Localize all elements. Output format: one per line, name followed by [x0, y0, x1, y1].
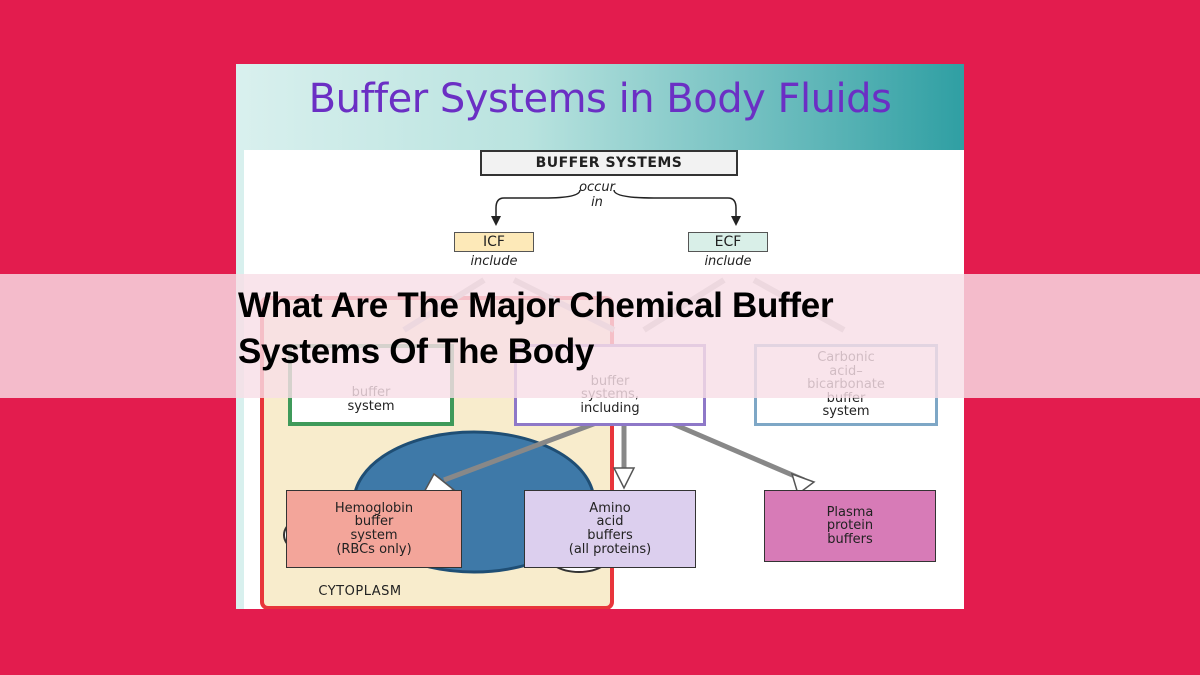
panel-title: Buffer Systems in Body Fluids [308, 76, 892, 122]
icf-node: ICF [454, 232, 534, 252]
occur-in-label: occur in [579, 180, 615, 210]
headline-banner [0, 274, 1200, 398]
ecf-node: ECF [688, 232, 768, 252]
amino-acid-buffer-box: Amino acid buffers (all proteins) [524, 490, 696, 568]
hemoglobin-buffer-box: Hemoglobin buffer system (RBCs only) [286, 490, 462, 568]
headline: What Are The Major Chemical Buffer Syste… [238, 283, 998, 375]
icf-include-label: include [470, 254, 518, 269]
ecf-include-label: include [704, 254, 752, 269]
root-buffer-systems-box: BUFFER SYSTEMS [480, 150, 738, 176]
plasma-protein-buffer-box: Plasma protein buffers [764, 490, 936, 562]
headline-line-1: What Are The Major Chemical Buffer [238, 286, 834, 325]
headline-line-2: Systems Of The Body [238, 332, 595, 371]
cytoplasm-label: CYTOPLASM [318, 584, 402, 600]
